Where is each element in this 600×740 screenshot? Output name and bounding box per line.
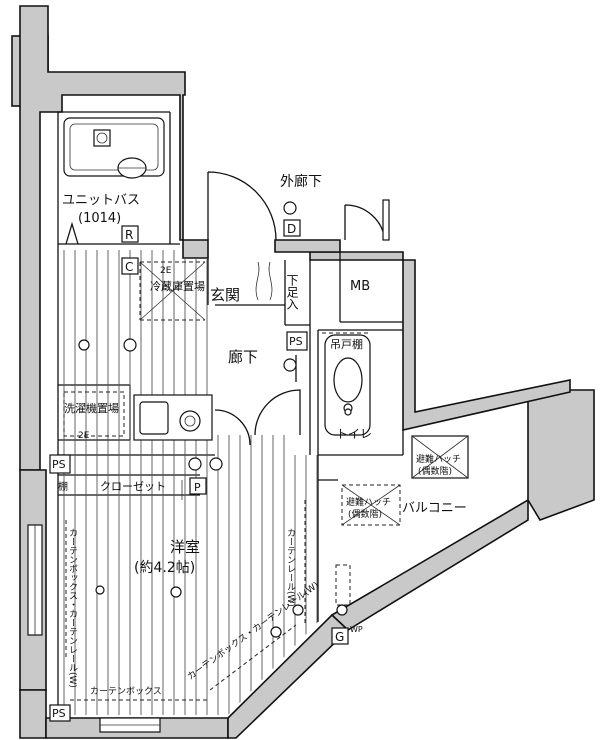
washer-space-label: 洗濯機置場 [64, 401, 119, 415]
marker-ps-3: PS [52, 707, 66, 720]
corridor-label: 廊下 [228, 348, 258, 366]
curtain-box-bottom-label: カーテンボックス [90, 686, 162, 697]
flooring-pattern [63, 250, 318, 715]
unit-bath-label: ユニットバス [62, 193, 140, 208]
windows [27, 524, 351, 733]
kitchen-fixtures [63, 261, 223, 471]
doors [207, 171, 390, 446]
hatch-2-sub-label: (偶数階) [348, 508, 382, 520]
western-room-label: 洋室 [170, 538, 200, 556]
western-room-size-label: (約4.2帖) [134, 560, 195, 576]
shoe-box-label: 下足入 [285, 274, 299, 310]
unit-bath-size-label: (1014) [78, 211, 121, 226]
marker-g: G [335, 630, 344, 644]
marker-ps-2: PS [52, 458, 66, 471]
unit-bath-fixtures [63, 117, 165, 245]
marker-p: P [194, 481, 201, 494]
closet-label: クローゼット [100, 480, 166, 493]
hatch-1-label: 避難ハッチ [416, 453, 461, 465]
marker-r: R [125, 228, 133, 242]
upper-cabinet-label: 吊戸棚 [330, 337, 363, 351]
marker-d: D [287, 222, 296, 236]
marker-shelf: 棚 [58, 480, 68, 493]
marker-boxes [49, 219, 349, 722]
marker-c: C [125, 260, 133, 274]
balcony-label: バルコニー [402, 501, 467, 516]
curtain-rail-right-label: カーテンレール(W) [285, 528, 296, 607]
mb-label: MB [350, 279, 370, 294]
evacuation-hatches [341, 435, 469, 526]
outer-corridor-label: 外廊下 [280, 173, 322, 190]
marker-2e-fridge: 2E [160, 266, 172, 276]
exterior-walls [11, 5, 595, 739]
toilet-fixtures [322, 332, 371, 436]
curtain-rails [65, 201, 352, 701]
marker-wp: WP [350, 625, 363, 634]
toilet-label: トイレ [336, 427, 372, 441]
marker-ps-1: PS [289, 335, 303, 348]
marker-2e-washer: 2E [78, 431, 90, 441]
fridge-space-label: 冷蔵庫置場 [150, 279, 205, 293]
entrance-label: 玄関 [210, 286, 240, 304]
curtain-box-left-label: カーテンボックス・カーテンレール(W) [67, 528, 78, 688]
hatch-1-sub-label: (偶数階) [418, 465, 452, 477]
hatch-2-label: 避難ハッチ [346, 496, 391, 508]
